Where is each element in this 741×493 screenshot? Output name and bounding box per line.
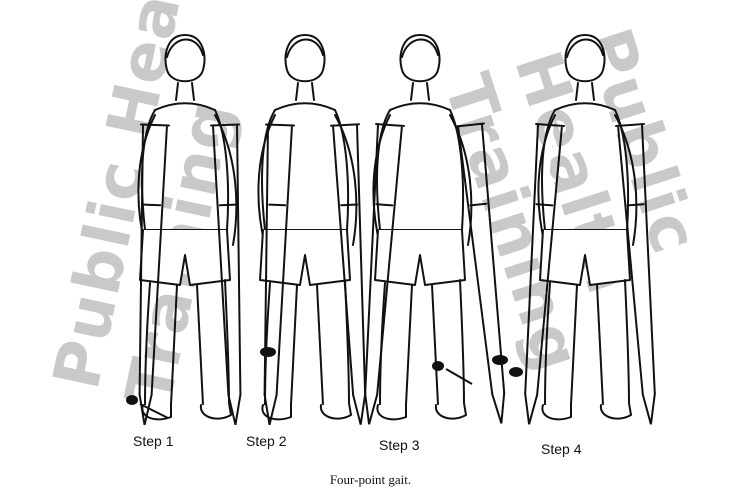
step-label-1: Step 1	[133, 433, 173, 449]
step-label-3: Step 3	[379, 437, 419, 453]
gait-figure-step-4	[515, 35, 665, 425]
gait-figure-step-1	[131, 35, 250, 425]
figure-caption: Four-point gait.	[0, 472, 741, 488]
gait-figure-step-2	[256, 35, 375, 425]
step-label-2: Step 2	[246, 433, 286, 449]
step-label-4: Step 4	[541, 441, 581, 457]
